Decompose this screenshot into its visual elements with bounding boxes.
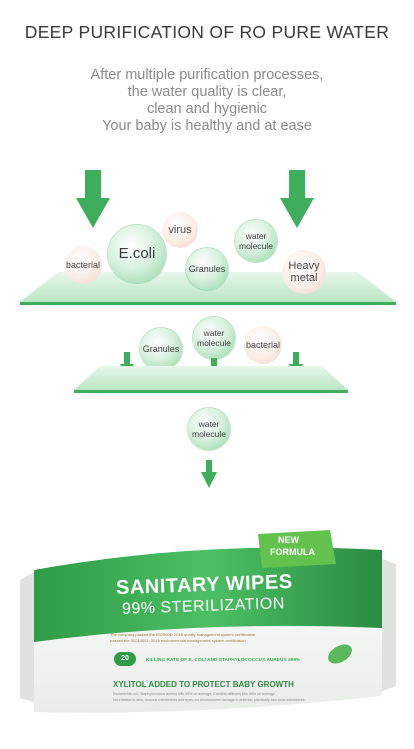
count-badge: 20 <box>114 652 136 666</box>
xylitol-claim: XYLITOL ADDED TO PROTECT BABY GROWTH <box>113 680 294 689</box>
cert-line-1: The company passed the ISO9001: 2015 qua… <box>110 632 256 637</box>
arrow-down-icon <box>201 460 217 488</box>
wipes-package: DUO JI MEI NEW FORMULA SANITARY WIPES 99… <box>0 520 414 749</box>
description-line-3: clean and hygienic <box>146 101 268 117</box>
badge-formula: FORMULA <box>270 547 315 557</box>
filter-layer-2 <box>74 366 348 393</box>
bacterial-particle: bacterial <box>244 326 282 364</box>
granules-particle: Granules <box>186 248 228 290</box>
detail-line-1: Escherichia coli, Staphylococcus aureus … <box>113 692 276 696</box>
killing-rate: KILLING RATE OF E. COLI AND STAPHYLOCOCC… <box>146 658 301 663</box>
arrow-down-icon <box>280 170 314 228</box>
detail-line-2: No irritation to skin, mucous membranes … <box>113 698 305 702</box>
badge-new: NEW <box>278 535 299 545</box>
bacterial-particle: bacterial <box>64 246 102 284</box>
virus-particle: virus <box>162 212 198 248</box>
description-line-1: After multiple purification processes, <box>90 67 324 83</box>
brand-name: DUO JI MEI <box>88 544 142 554</box>
cert-line-2: passed the ISO14001: 2015 environmental … <box>110 638 246 643</box>
page-title: DEEP PURIFICATION OF RO PURE WATER <box>24 22 390 42</box>
ecoli-particle: E.coli <box>108 225 166 283</box>
description-line-2: the water quality is clear, <box>127 84 287 100</box>
description-line-4: Your baby is healthy and at ease <box>102 118 312 134</box>
granules-particle: Granules <box>140 328 182 370</box>
arrow-down-icon <box>76 170 110 228</box>
